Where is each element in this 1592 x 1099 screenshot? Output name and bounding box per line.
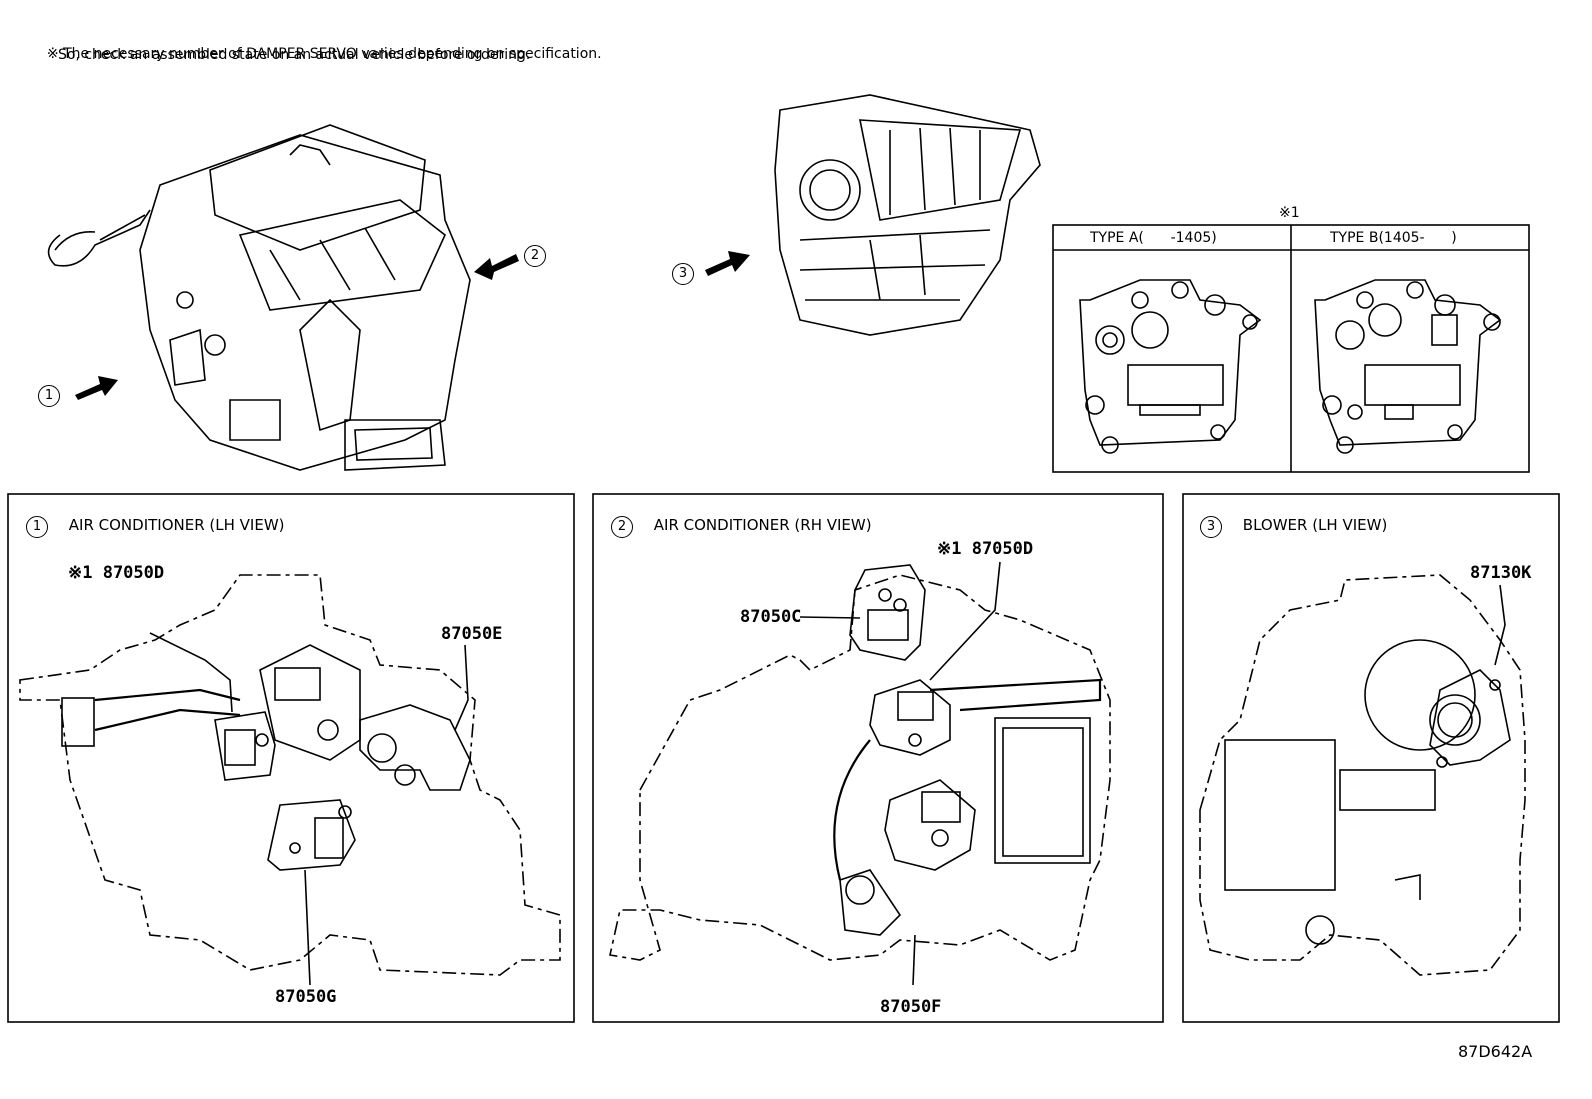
panel-1-number: 1 — [26, 516, 48, 538]
type-a-servo — [1079, 279, 1262, 454]
ac-unit-illustration — [47, 124, 471, 471]
type-b-heading: TYPE B(1405- ) — [1330, 230, 1457, 246]
panel-3-drawing — [1199, 574, 1526, 976]
part-label-87050D-lh: ※1 87050D — [68, 563, 165, 583]
type-table-marker: ※1 — [1279, 205, 1300, 221]
specification-note-line-2: So, check an assembled state on an actua… — [58, 47, 531, 63]
panel-2-drawing — [609, 561, 1111, 986]
panel-1-drawing — [19, 574, 561, 986]
diagram-code: 87D642A — [1458, 1042, 1533, 1061]
note-symbol: ※ — [46, 46, 59, 62]
panel-2-frame — [592, 493, 1164, 1023]
part-label-87050E: 87050E — [441, 624, 503, 644]
type-a-heading: TYPE A( -1405) — [1090, 230, 1217, 246]
panel-2-number: 2 — [611, 516, 633, 538]
type-table-frame — [1052, 224, 1530, 473]
panel-3-header: 3 BLOWER (LH VIEW) — [1200, 516, 1387, 538]
type-b-servo — [1314, 279, 1502, 454]
panel-3-number: 3 — [1200, 516, 1222, 538]
view-2-callout: 2 — [524, 244, 546, 267]
part-label-87050D-rh: ※1 87050D — [937, 539, 1034, 559]
circled-number-3: 3 — [672, 263, 694, 285]
circled-number-2: 2 — [524, 245, 546, 267]
part-label-87050G: 87050G — [275, 987, 337, 1007]
panel-1-header: 1 AIR CONDITIONER (LH VIEW) — [26, 516, 285, 538]
panel-1-frame — [7, 493, 575, 1023]
part-label-87130K: 87130K — [1470, 563, 1532, 583]
panel-3-title: BLOWER (LH VIEW) — [1242, 516, 1388, 534]
specification-note: ※ The necessary number of DAMPER SERVO v… — [38, 24, 602, 64]
view-3-callout: 3 — [672, 262, 694, 285]
view-arrows — [75, 251, 750, 400]
panel-3-frame — [1182, 493, 1560, 1023]
part-label-87050C: 87050C — [740, 607, 802, 627]
view-1-callout: 1 — [38, 384, 60, 407]
part-label-87050F: 87050F — [880, 997, 942, 1017]
circled-number-1: 1 — [38, 385, 60, 407]
panel-2-title: AIR CONDITIONER (RH VIEW) — [653, 516, 872, 534]
note-line-1: The necessary number of DAMPER SERVO var… — [63, 46, 602, 62]
blower-unit-illustration — [774, 94, 1041, 336]
panel-2-header: 2 AIR CONDITIONER (RH VIEW) — [611, 516, 872, 538]
panel-1-title: AIR CONDITIONER (LH VIEW) — [68, 516, 285, 534]
